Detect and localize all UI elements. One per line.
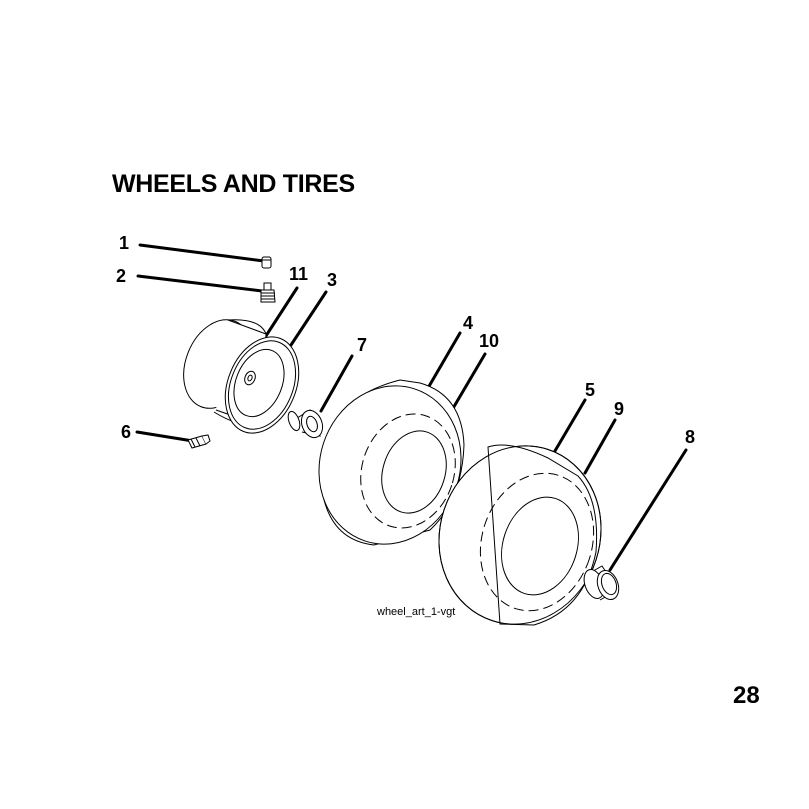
leader-lines bbox=[135, 243, 688, 572]
leader-line-10 bbox=[450, 352, 487, 412]
leader-line-4 bbox=[426, 331, 462, 390]
callout-8: 8 bbox=[685, 427, 696, 447]
leader-line-8 bbox=[608, 448, 688, 572]
leader-line-9 bbox=[583, 418, 617, 475]
page-title: WHEELS AND TIRES bbox=[112, 170, 355, 198]
leader-line-6 bbox=[135, 430, 195, 443]
leader-line-11 bbox=[260, 286, 299, 344]
leader-line-5 bbox=[550, 398, 587, 458]
callout-6: 6 bbox=[121, 422, 132, 442]
valve-cap-part bbox=[261, 256, 272, 269]
rear-tire-part bbox=[438, 444, 602, 626]
grease-fitting-part bbox=[187, 434, 211, 449]
leader-line-3 bbox=[289, 290, 328, 347]
callout-5: 5 bbox=[585, 380, 596, 400]
art-reference-label: wheel_art_1-vgt bbox=[377, 606, 456, 618]
wheel-rim-part bbox=[183, 319, 300, 434]
leader-line-1 bbox=[138, 243, 266, 263]
callout-11: 11 bbox=[289, 264, 309, 284]
callout-1: 1 bbox=[119, 233, 130, 253]
callout-7: 7 bbox=[357, 335, 368, 355]
valve-stem-part bbox=[260, 282, 276, 303]
page-number: 28 bbox=[733, 682, 760, 709]
callout-3: 3 bbox=[327, 270, 338, 290]
leader-line-2 bbox=[136, 274, 264, 293]
callout-4: 4 bbox=[463, 313, 474, 333]
leader-line-7 bbox=[319, 354, 354, 413]
callout-2: 2 bbox=[116, 266, 127, 286]
bushing-part bbox=[287, 409, 324, 439]
callout-9: 9 bbox=[614, 399, 625, 419]
front-tire-part bbox=[318, 379, 465, 546]
callout-10: 10 bbox=[479, 331, 500, 351]
hub-cap-part bbox=[583, 565, 620, 601]
